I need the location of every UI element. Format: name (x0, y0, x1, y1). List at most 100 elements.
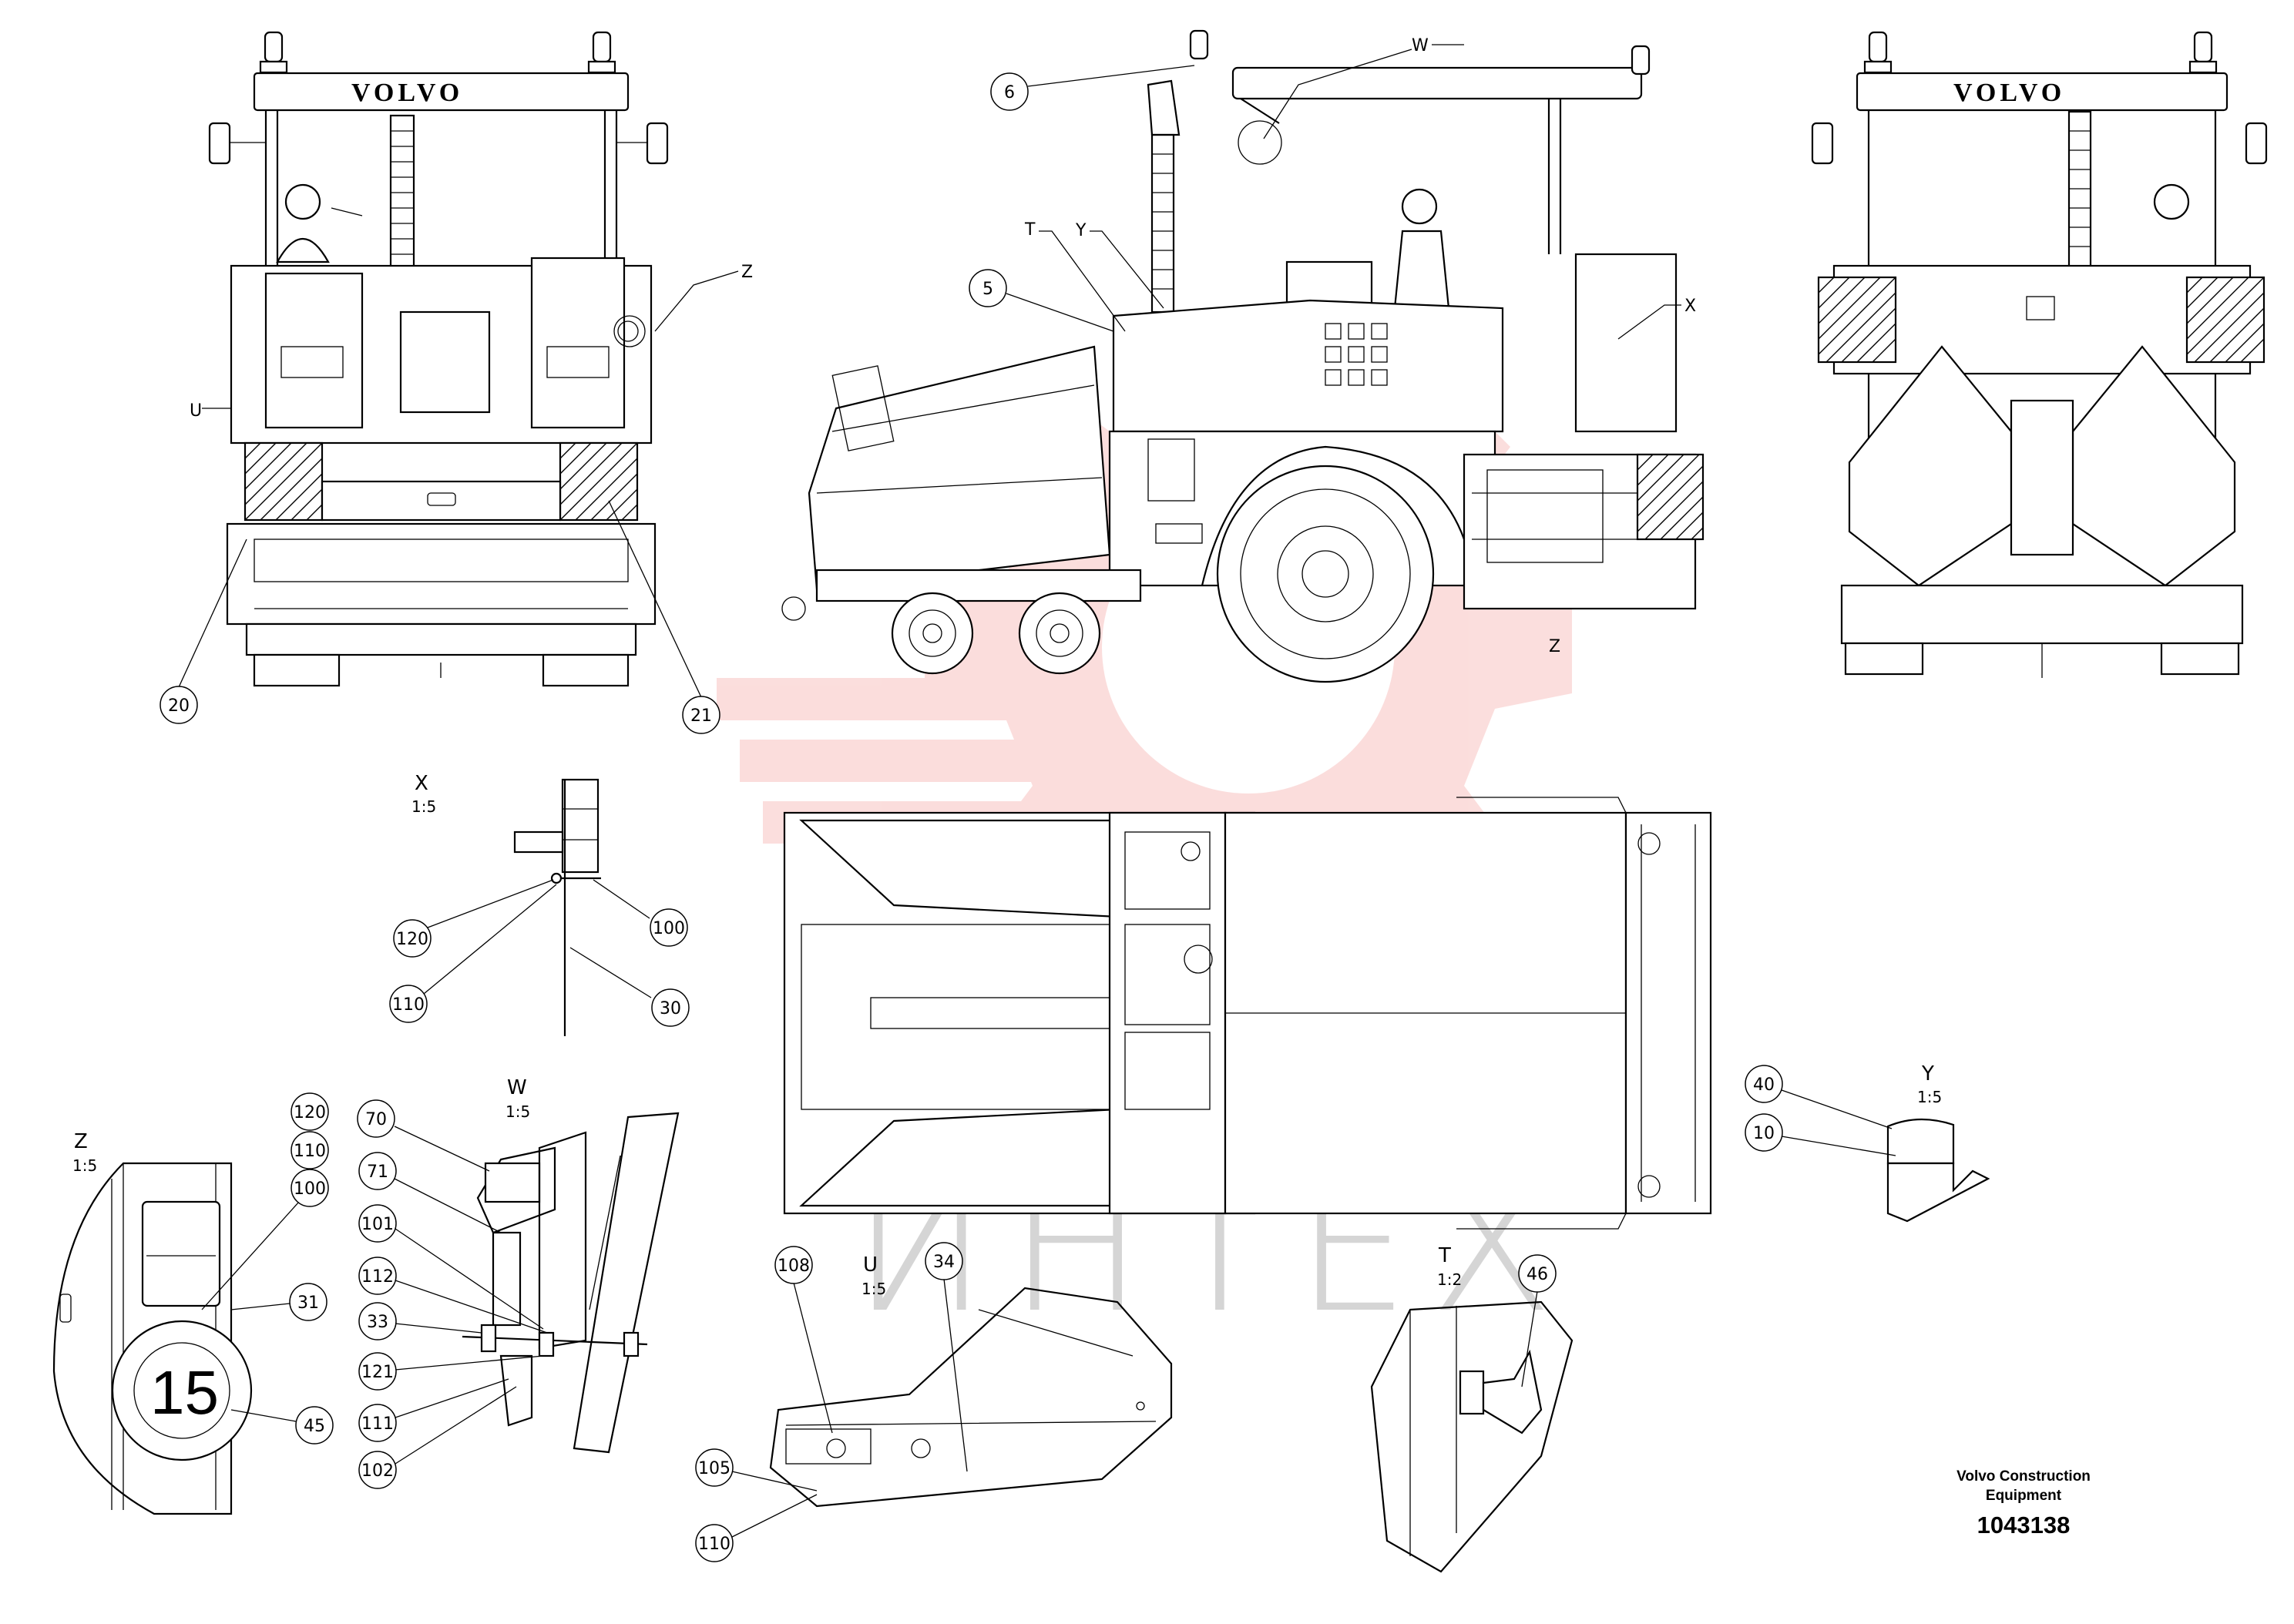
callout-20: 20 (160, 539, 247, 724)
callout-u-105: 105 (695, 1448, 818, 1491)
callout-x-30: 30 (569, 947, 690, 1027)
callout-z-31: 31 (230, 1283, 327, 1321)
callout-z-110: 110 (291, 1131, 329, 1169)
callout-w-71: 71 (358, 1152, 502, 1233)
svg-text:10: 10 (1753, 1124, 1775, 1143)
detail-t-letter: T (1438, 1244, 1451, 1267)
view-marker-z-front: Z (741, 263, 753, 282)
view-marker-x: X (1684, 297, 1696, 316)
callout-w-111: 111 (358, 1378, 509, 1442)
detail-z-scale: 1:5 (72, 1156, 97, 1175)
svg-text:45: 45 (304, 1417, 325, 1436)
footer-doc-number: 1043138 (1977, 1512, 2071, 1538)
svg-text:102: 102 (361, 1461, 394, 1481)
callout-w-33: 33 (358, 1302, 482, 1340)
view-marker-u: U (190, 401, 202, 421)
detail-t-scale: 1:2 (1437, 1270, 1462, 1289)
svg-text:111: 111 (361, 1414, 394, 1434)
detail-w-letter: W (507, 1076, 527, 1099)
warning-sign-left (244, 441, 324, 522)
front-view: VOLVO (160, 31, 753, 734)
beacon-left (259, 31, 288, 74)
view-marker-z-side: Z (1549, 637, 1560, 656)
detail-w: W 1:5 70 71 101 112 (357, 1076, 680, 1489)
callout-u-34: 34 (925, 1242, 968, 1472)
callout-z-100: 100 (201, 1169, 329, 1310)
svg-text:30: 30 (660, 999, 681, 1018)
svg-text:100: 100 (294, 1179, 326, 1199)
plan-view (783, 797, 1712, 1230)
callout-x-120: 120 (393, 879, 554, 958)
side-view: W T Y X Z 6 5 (781, 29, 1705, 683)
warning-sign-rear-left (1817, 276, 1897, 364)
svg-text:101: 101 (361, 1215, 394, 1234)
svg-text:110: 110 (294, 1142, 326, 1161)
roof-panel (253, 72, 630, 112)
callout-w-102: 102 (358, 1386, 517, 1489)
warning-sign-rear-right (2185, 276, 2265, 364)
callout-y-10: 10 (1745, 1113, 1896, 1156)
beacon-right (587, 31, 616, 74)
detail-x: X 1:5 120 110 100 30 (389, 772, 690, 1036)
detail-z-letter: Z (74, 1130, 88, 1153)
detail-y-letter: Y (1921, 1062, 1934, 1085)
callout-z-45: 45 (230, 1406, 334, 1444)
callout-x-110: 110 (389, 884, 557, 1023)
brand-lettering: VOLVO (351, 79, 463, 107)
svg-text:6: 6 (1004, 83, 1015, 102)
callout-w-70: 70 (357, 1099, 490, 1172)
brand-lettering-rear: VOLVO (1953, 79, 2065, 107)
callout-w-121: 121 (358, 1352, 544, 1391)
callout-5: 5 (969, 269, 1114, 332)
callout-x-100: 100 (593, 879, 688, 947)
svg-text:120: 120 (294, 1103, 326, 1122)
callout-y-40: 40 (1745, 1065, 1893, 1129)
svg-text:71: 71 (367, 1163, 388, 1182)
callout-t-46: 46 (1518, 1254, 1557, 1387)
svg-text:108: 108 (778, 1257, 810, 1276)
title-block: Volvo Construction Equipment 1043138 (1956, 1468, 2091, 1538)
svg-text:46: 46 (1527, 1265, 1548, 1284)
svg-text:105: 105 (698, 1459, 731, 1478)
svg-text:31: 31 (297, 1293, 319, 1313)
svg-text:100: 100 (653, 919, 685, 938)
detail-t: T 1:2 46 (1370, 1244, 1574, 1573)
svg-text:34: 34 (933, 1253, 955, 1272)
detail-z: Z 1:5 15 120 110 100 31 45 (52, 1092, 334, 1515)
footer-org-line2: Equipment (1986, 1488, 2062, 1504)
detail-y-scale: 1:5 (1917, 1088, 1942, 1106)
view-marker-y: Y (1075, 221, 1087, 240)
svg-text:120: 120 (396, 930, 428, 949)
callout-w-112: 112 (358, 1257, 548, 1334)
detail-u-letter: U (863, 1253, 878, 1277)
view-marker-t: T (1024, 220, 1036, 240)
svg-text:20: 20 (168, 696, 190, 716)
detail-u: U 1:5 108 34 105 110 (695, 1242, 1173, 1562)
callout-6: 6 (990, 65, 1195, 111)
speed-sign-number: 15 (150, 1358, 219, 1427)
warning-sign-rear (1636, 453, 1705, 541)
detail-u-scale: 1:5 (862, 1280, 886, 1298)
detail-x-scale: 1:5 (411, 797, 436, 816)
view-marker-w: W (1412, 36, 1429, 55)
svg-text:112: 112 (361, 1267, 394, 1287)
warning-sign-right (559, 441, 639, 522)
svg-text:33: 33 (367, 1313, 388, 1332)
svg-text:21: 21 (690, 706, 712, 726)
svg-text:40: 40 (1753, 1075, 1775, 1095)
detail-x-letter: X (415, 772, 428, 795)
svg-text:110: 110 (698, 1535, 731, 1554)
svg-text:121: 121 (361, 1363, 394, 1382)
callout-u-108: 108 (774, 1246, 833, 1434)
callout-w-101: 101 (358, 1204, 544, 1330)
svg-text:110: 110 (392, 995, 425, 1015)
callout-z-120: 120 (291, 1092, 329, 1131)
callout-21: 21 (608, 500, 720, 734)
detail-w-scale: 1:5 (505, 1102, 530, 1121)
svg-text:70: 70 (365, 1110, 387, 1129)
detail-y: Y 1:5 40 10 (1745, 1062, 1990, 1223)
svg-text:5: 5 (982, 280, 993, 299)
footer-org-line1: Volvo Construction (1956, 1468, 2091, 1485)
callout-u-110: 110 (695, 1494, 818, 1562)
